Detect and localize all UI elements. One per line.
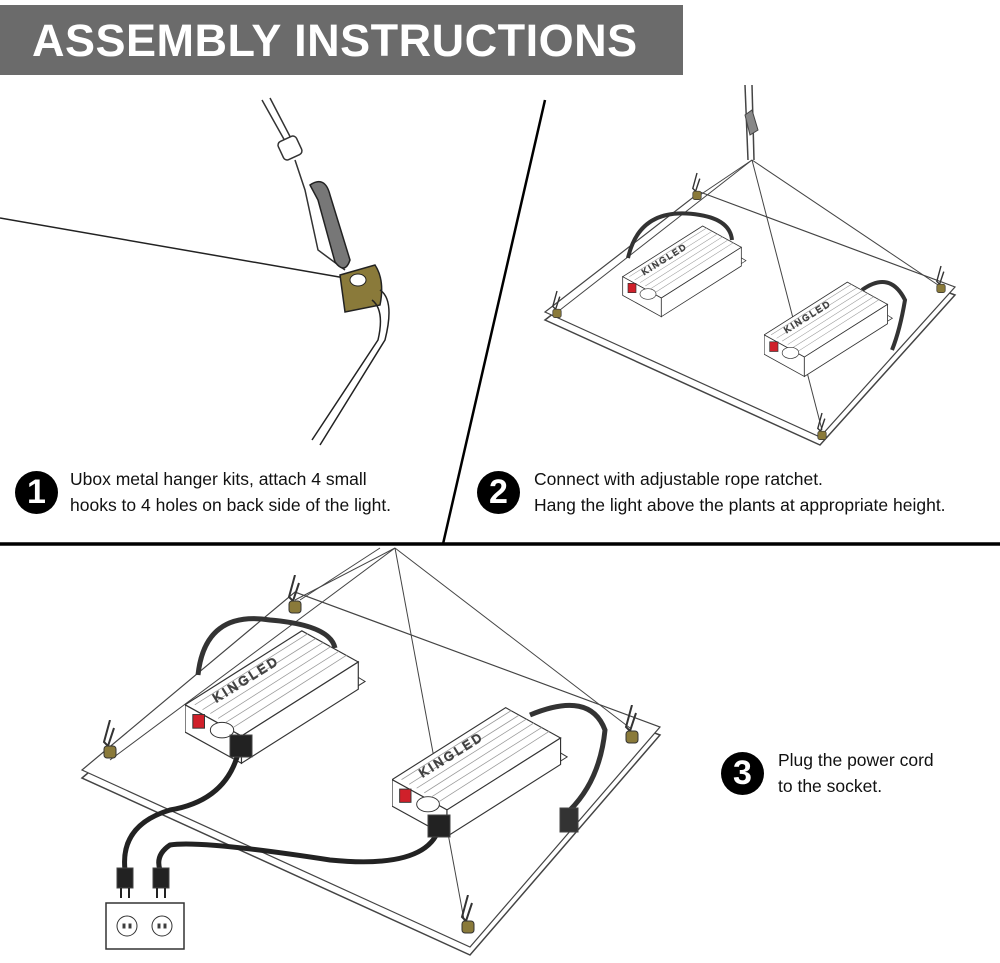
step-3-badge: 3 — [721, 752, 764, 795]
step-2-text: Connect with adjustable rope ratchet. Ha… — [534, 466, 946, 518]
step-1-badge: 1 — [15, 471, 58, 514]
wall-socket-icon — [105, 902, 185, 950]
header-banner: ASSEMBLY INSTRUCTIONS — [0, 5, 683, 75]
step-3-line-1: Plug the power cord — [778, 750, 934, 770]
step-2-line-1: Connect with adjustable rope ratchet. — [534, 469, 823, 489]
step-1-line-2: hooks to 4 holes on back side of the lig… — [70, 495, 392, 515]
hook-closeup-illustration — [0, 97, 390, 446]
diagonal-divider — [441, 99, 547, 545]
step-1-line-1: Ubox metal hanger kits, attach 4 small — [70, 469, 367, 489]
page-title: ASSEMBLY INSTRUCTIONS — [32, 15, 638, 66]
step-3-text: Plug the power cord to the socket. — [778, 747, 934, 799]
power-connection-illustration — [80, 547, 662, 956]
step-2-badge: 2 — [477, 471, 520, 514]
step-2-line-2: Hang the light above the plants at appro… — [534, 495, 946, 515]
hanging-light-illustration — [543, 84, 957, 446]
step-1-text: Ubox metal hanger kits, attach 4 small h… — [70, 466, 391, 518]
step-3-line-2: to the socket. — [778, 776, 883, 796]
